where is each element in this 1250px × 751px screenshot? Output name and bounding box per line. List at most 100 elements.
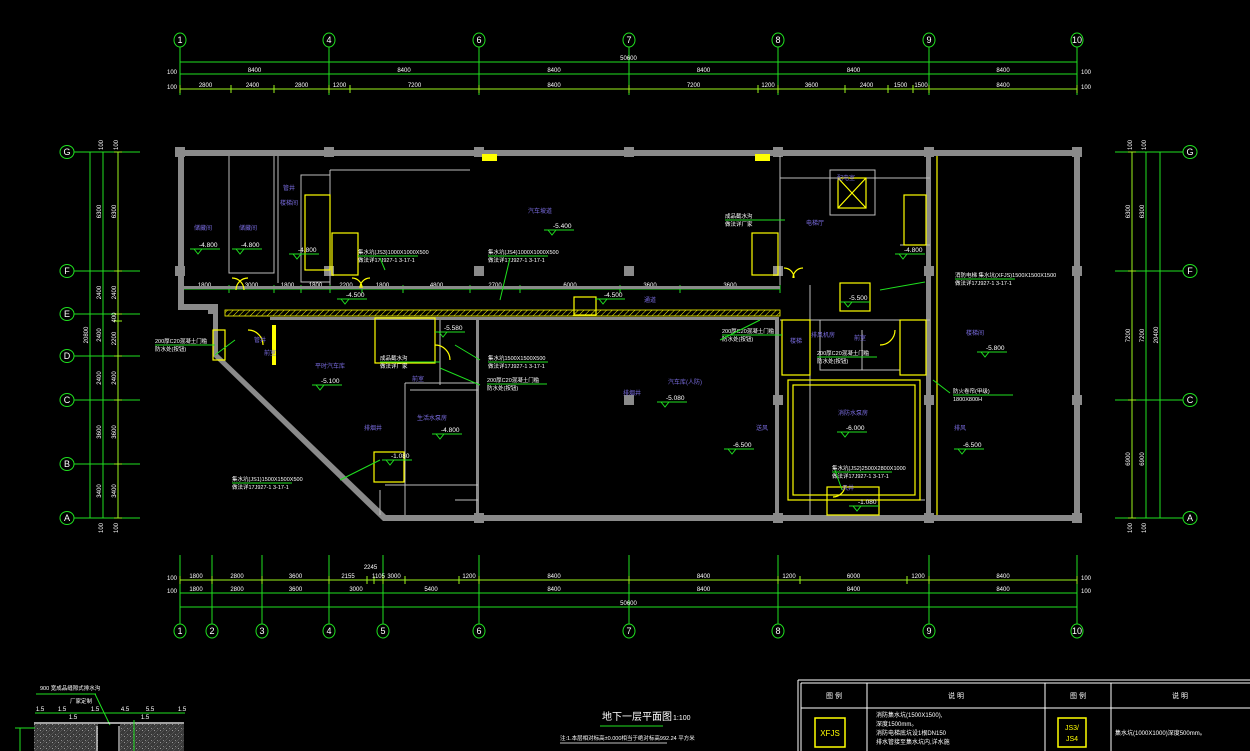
dimension-value: 8400 bbox=[847, 587, 861, 593]
dimension-offset: 100 bbox=[1128, 522, 1134, 533]
dimension-value: 2400 bbox=[112, 371, 118, 385]
legend-table: 图 例 说 明 图 例 说 明 XFJS 消防集水坑(1500X1500), 深… bbox=[797, 679, 1250, 751]
room-label: 楼梯间 bbox=[280, 199, 298, 207]
dimension-value: 1200 bbox=[761, 83, 775, 89]
vent-2 bbox=[755, 154, 770, 161]
dimension-value: 3400 bbox=[112, 484, 118, 498]
elevation-triangle-icon bbox=[340, 298, 350, 305]
column bbox=[474, 513, 484, 523]
drawing-note: 注:1.本层相对标高±0.000相当于绝对标高992.24 平方米 bbox=[560, 734, 695, 742]
dimension-value: 3600 bbox=[97, 425, 103, 439]
annotation-line-1: 集水坑(JS2)2500X2800X1000 bbox=[832, 464, 906, 472]
annotation-line-2: 做法详17J927-1 3-17-1 bbox=[232, 483, 289, 491]
dimension-offset: 100 bbox=[114, 522, 120, 533]
pump-room-pit-inner bbox=[792, 384, 916, 496]
axis-label: F bbox=[64, 266, 70, 276]
axis-label: F bbox=[1187, 266, 1193, 276]
axis-bubble bbox=[255, 623, 269, 639]
dimension-value: 8400 bbox=[697, 587, 711, 593]
legend-desc-line: 消防电梯底坑设1根DN150 bbox=[876, 729, 947, 737]
dimension-offset: 100 bbox=[99, 522, 105, 533]
room-label: 平时汽车库 bbox=[315, 362, 345, 370]
dimension-value: 1800 bbox=[189, 587, 203, 593]
column bbox=[773, 395, 783, 405]
elevation-triangle-icon bbox=[980, 351, 990, 358]
annotation-line-1: 防火卷帘(甲级) bbox=[953, 387, 990, 395]
column bbox=[624, 147, 634, 157]
axis-bubble bbox=[771, 623, 785, 639]
axis-bubble bbox=[59, 349, 75, 363]
column bbox=[1072, 147, 1082, 157]
axis-label: 3 bbox=[259, 626, 264, 636]
annotation-line-2: 1800X800H bbox=[953, 397, 982, 403]
drawing-title-block: 地下一层平面图 1:100 注:1.本层相对标高±0.000相当于绝对标高992… bbox=[560, 710, 695, 744]
legend-symbol-xfjs bbox=[814, 717, 846, 748]
axis-label: D bbox=[64, 351, 71, 361]
dimension-value: 3600 bbox=[805, 83, 819, 89]
detail-dimension: 1.5 bbox=[141, 715, 150, 721]
dimension-value: 2155 bbox=[341, 574, 355, 580]
vent-3 bbox=[272, 325, 276, 365]
dimension-value: 3600 bbox=[289, 587, 303, 593]
stair-5 bbox=[903, 194, 927, 246]
annotation-line-2: 做法详17J927-1 3-17-1 bbox=[955, 279, 1012, 287]
walls bbox=[175, 147, 1082, 523]
legend-symbol-js4-label: JS4 bbox=[1066, 736, 1078, 743]
column bbox=[324, 266, 334, 276]
dimension-value: 6300 bbox=[1126, 204, 1132, 218]
column bbox=[474, 147, 484, 157]
detail-dimension: 4.5 bbox=[121, 707, 130, 713]
dimension-value: 8400 bbox=[248, 68, 262, 74]
stairs bbox=[304, 194, 927, 376]
drawing-title: 地下一层平面图 bbox=[602, 710, 672, 723]
outer-wall bbox=[178, 150, 1080, 521]
dimension-value: 1200 bbox=[911, 574, 925, 580]
room-label: 排烟井 bbox=[623, 389, 641, 397]
annotation-line-2: 做法详17J927-1 3-17-1 bbox=[832, 472, 889, 480]
axis-label: G bbox=[63, 147, 70, 157]
dimension-offset: 100 bbox=[167, 85, 178, 91]
dimension-value: 3000 bbox=[387, 574, 401, 580]
detail-dimension: 1.5 bbox=[91, 707, 100, 713]
annotation-line-2: 做法详17J927-1 3-17-1 bbox=[488, 362, 545, 370]
room-label: 风井 bbox=[842, 484, 854, 492]
axis-label: 9 bbox=[926, 35, 931, 45]
axis-bubble bbox=[472, 32, 486, 48]
annotation-line-2: 防水处(按钮) bbox=[722, 335, 753, 343]
room-labels: 储藏间储藏间管井楼梯间汽车坡道通道平时汽车库管井前室生活水泵房汽车库(人防)消防… bbox=[194, 174, 984, 492]
elevation-value: -5.400 bbox=[553, 223, 572, 230]
dimension-value: 8400 bbox=[547, 587, 561, 593]
annotation-line-1: 集水坑(JS3)1000X1000X500 bbox=[358, 248, 429, 256]
dimension-value: 2200 bbox=[112, 331, 118, 345]
axis-label: 10 bbox=[1072, 626, 1082, 636]
annotation-line-1: 消防电梯 集水坑(XFJS)1500X1500X1500 bbox=[955, 271, 1056, 279]
legend-desc-line: 深度1500mm。 bbox=[876, 720, 917, 728]
elevation-triangle-icon bbox=[660, 401, 670, 408]
dimension-value: 400 bbox=[112, 312, 118, 323]
axis-bubble bbox=[1070, 623, 1084, 639]
elevation-value: -4.500 bbox=[604, 292, 623, 299]
legend-symbol-js bbox=[1057, 717, 1087, 748]
detail-dimension: 1.5 bbox=[69, 715, 78, 721]
column bbox=[1072, 513, 1082, 523]
elevation-triangle-icon bbox=[435, 433, 445, 440]
axis-bubble bbox=[173, 32, 187, 48]
elevation-triangle-icon bbox=[898, 253, 908, 260]
dimension-value: 6900 bbox=[1126, 452, 1132, 466]
axis-bubble bbox=[59, 307, 75, 321]
dimension-value: 1500 bbox=[914, 83, 928, 89]
dimension-value: 2800 bbox=[199, 83, 213, 89]
legend-header-desc-2: 说 明 bbox=[1172, 691, 1188, 700]
column bbox=[773, 147, 783, 157]
annotation-line-1: 200厚C20混凝土门槛 bbox=[817, 349, 870, 357]
wall-axis-9 bbox=[926, 152, 931, 518]
axis-label: G bbox=[1186, 147, 1193, 157]
dimension-value: 8400 bbox=[547, 574, 561, 580]
detail-subtitle: 厂家定制 bbox=[70, 697, 93, 705]
elevation-triangle-icon bbox=[438, 331, 448, 338]
dimension-offset: 100 bbox=[1081, 589, 1092, 595]
elevation-triangle-icon bbox=[843, 301, 853, 308]
annotation-line-1: 集水坑(JS1)1500X1500X500 bbox=[232, 475, 303, 483]
detail-dimension: 5.5 bbox=[146, 707, 155, 713]
hatched-trench bbox=[224, 309, 781, 317]
